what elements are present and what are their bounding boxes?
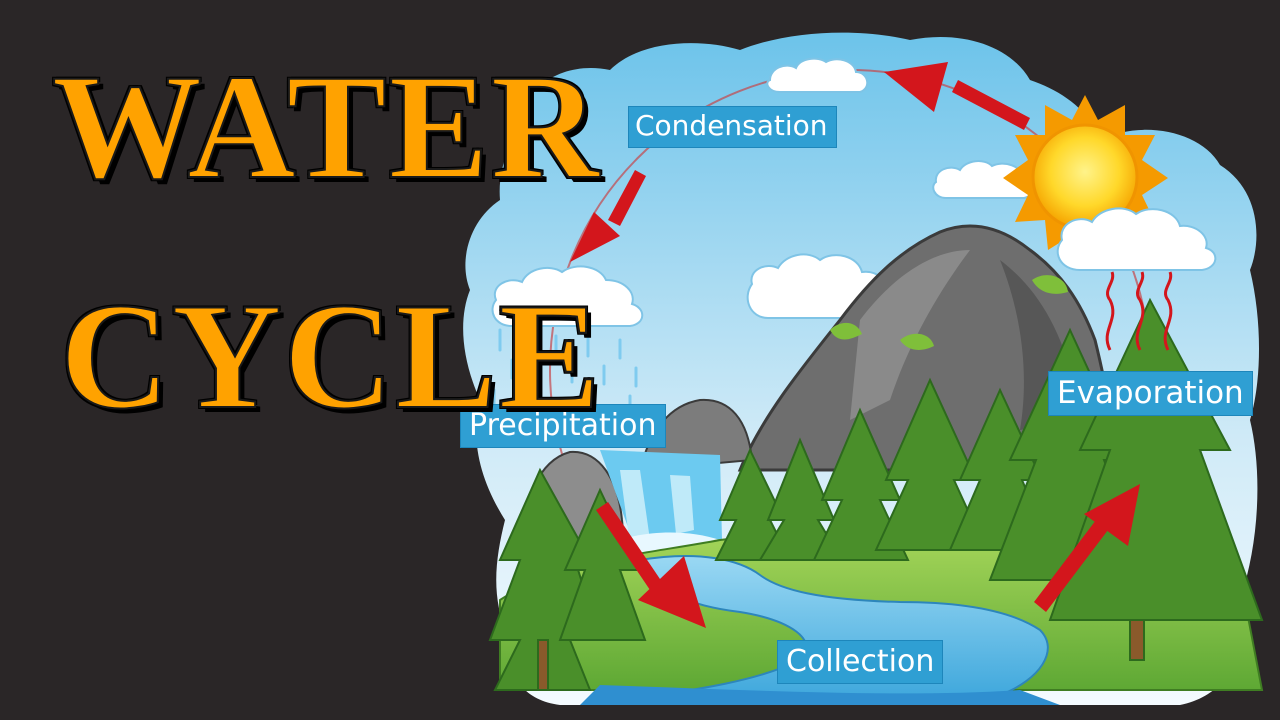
mountain (737, 224, 1122, 472)
arrow-collection-to-evaporation (1034, 484, 1140, 612)
title-line-1: WATER (51, 44, 601, 210)
cloud-sun (1056, 207, 1217, 271)
precipitation-label: Precipitation (460, 404, 666, 448)
cloud-mid-right (932, 160, 1034, 199)
condensation-label: Condensation (628, 106, 837, 148)
arrow-evaporation-to-condensation (884, 62, 1030, 130)
rain-drops (492, 328, 638, 416)
evaporation-waves (1105, 271, 1173, 351)
arrow-condensation-to-precipitation (570, 170, 646, 262)
collection-label: Collection (777, 640, 944, 684)
cloud-left (491, 265, 644, 327)
evaporation-label: Evaporation (1048, 371, 1253, 417)
arrow-precipitation-to-collection (596, 502, 706, 628)
title-line-2: CYCLE (59, 272, 603, 440)
cloud-top (766, 57, 869, 93)
cycle-arrows (570, 62, 1140, 628)
bottom-water (580, 685, 1060, 705)
